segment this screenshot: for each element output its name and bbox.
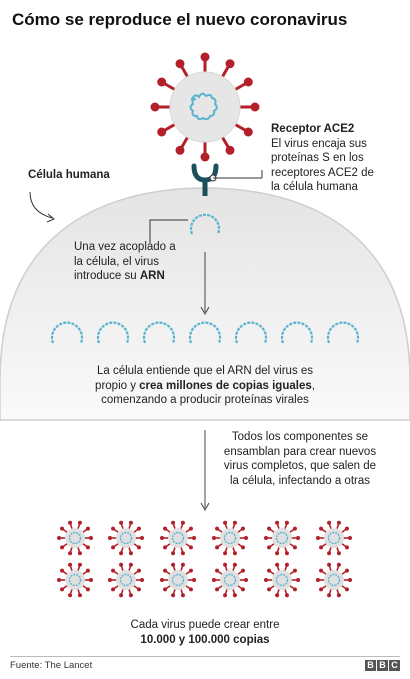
receptor-callout: Receptor ACE2 El virus encaja sus proteí… bbox=[271, 122, 374, 195]
spike-head bbox=[175, 145, 185, 155]
new-virus bbox=[212, 562, 248, 598]
copies-bold: crea millones de copias iguales bbox=[139, 379, 312, 392]
attach-line: introduce su ARN bbox=[74, 269, 176, 284]
new-virus bbox=[160, 520, 196, 556]
new-virus bbox=[316, 520, 352, 556]
attach-step-text: Una vez acoplado a la célula, el virus i… bbox=[74, 240, 176, 284]
assemble-line: ensamblan para crear nuevos bbox=[223, 445, 377, 458]
spike-head bbox=[150, 102, 160, 112]
new-virus bbox=[57, 562, 93, 598]
spike-head bbox=[250, 102, 260, 112]
attach-line-plain: introduce su bbox=[74, 270, 140, 282]
bbc-logo: B B C bbox=[365, 660, 400, 671]
spike-head bbox=[200, 52, 210, 62]
receptor-heading: Receptor ACE2 bbox=[271, 123, 355, 135]
new-virus bbox=[264, 562, 300, 598]
assemble-step-text: Todos los componentes se ensamblan para … bbox=[218, 430, 382, 488]
new-viruses bbox=[57, 520, 352, 598]
attach-line-bold: ARN bbox=[139, 270, 165, 282]
bbc-letter: C bbox=[389, 660, 400, 671]
new-virus bbox=[108, 520, 144, 556]
assemble-line: virus completos, que salen de bbox=[223, 460, 377, 472]
spike-head bbox=[243, 127, 253, 137]
assemble-line: la célula, infectando a otras bbox=[229, 474, 370, 487]
result-text: Cada virus puede crear entre 10.000 y 10… bbox=[0, 618, 410, 647]
spike-head bbox=[225, 59, 235, 69]
new-virus bbox=[160, 562, 196, 598]
receptor-line: El virus encaja sus bbox=[271, 137, 367, 150]
copies-step-text: La célula entiende que el ARN del virus … bbox=[0, 364, 410, 408]
receptor-line: la célula humana bbox=[271, 181, 358, 193]
new-virus bbox=[57, 520, 93, 556]
receptor-line: proteínas S en los bbox=[271, 152, 364, 164]
attach-pointer bbox=[149, 219, 188, 243]
result-line-bold: 10.000 y 100.000 copias bbox=[140, 633, 270, 646]
spike-head bbox=[157, 77, 167, 87]
new-virus bbox=[316, 562, 352, 598]
attach-line: la célula, el virus bbox=[74, 255, 160, 268]
new-virus bbox=[108, 562, 144, 598]
ace2-receptor bbox=[191, 163, 263, 196]
copies-line: comenzando a producir proteínas virales bbox=[101, 394, 309, 406]
new-virus bbox=[264, 520, 300, 556]
spike-head bbox=[225, 145, 235, 155]
source-credit: Fuente: The Lancet bbox=[10, 660, 93, 671]
cell-pointer bbox=[29, 191, 53, 219]
page-title: Cómo se reproduce el nuevo coronavirus bbox=[12, 10, 348, 29]
bbc-letter: B bbox=[365, 660, 376, 671]
incoming-rna bbox=[189, 213, 221, 235]
copies-line: propio y crea millones de copias iguales… bbox=[0, 379, 410, 394]
result-line: Cada virus puede crear entre bbox=[130, 619, 280, 631]
main-virus bbox=[150, 52, 260, 162]
receptor-line: receptores ACE2 de bbox=[271, 166, 374, 179]
copies-end: , bbox=[311, 379, 315, 392]
spike-head bbox=[157, 127, 167, 137]
bbc-letter: B bbox=[377, 660, 388, 671]
spike-head bbox=[243, 77, 253, 87]
human-cell-label: Célula humana bbox=[28, 169, 110, 181]
attach-line: Una vez acoplado a bbox=[74, 241, 176, 253]
spike-head bbox=[200, 152, 210, 162]
copies-line: La célula entiende que el ARN del virus … bbox=[96, 365, 314, 377]
spike-head bbox=[175, 59, 185, 69]
footer-divider bbox=[10, 656, 400, 657]
virus-rna bbox=[189, 92, 218, 121]
copies-plain: propio y bbox=[95, 379, 140, 392]
assemble-line: Todos los componentes se bbox=[231, 431, 369, 443]
new-virus bbox=[212, 520, 248, 556]
